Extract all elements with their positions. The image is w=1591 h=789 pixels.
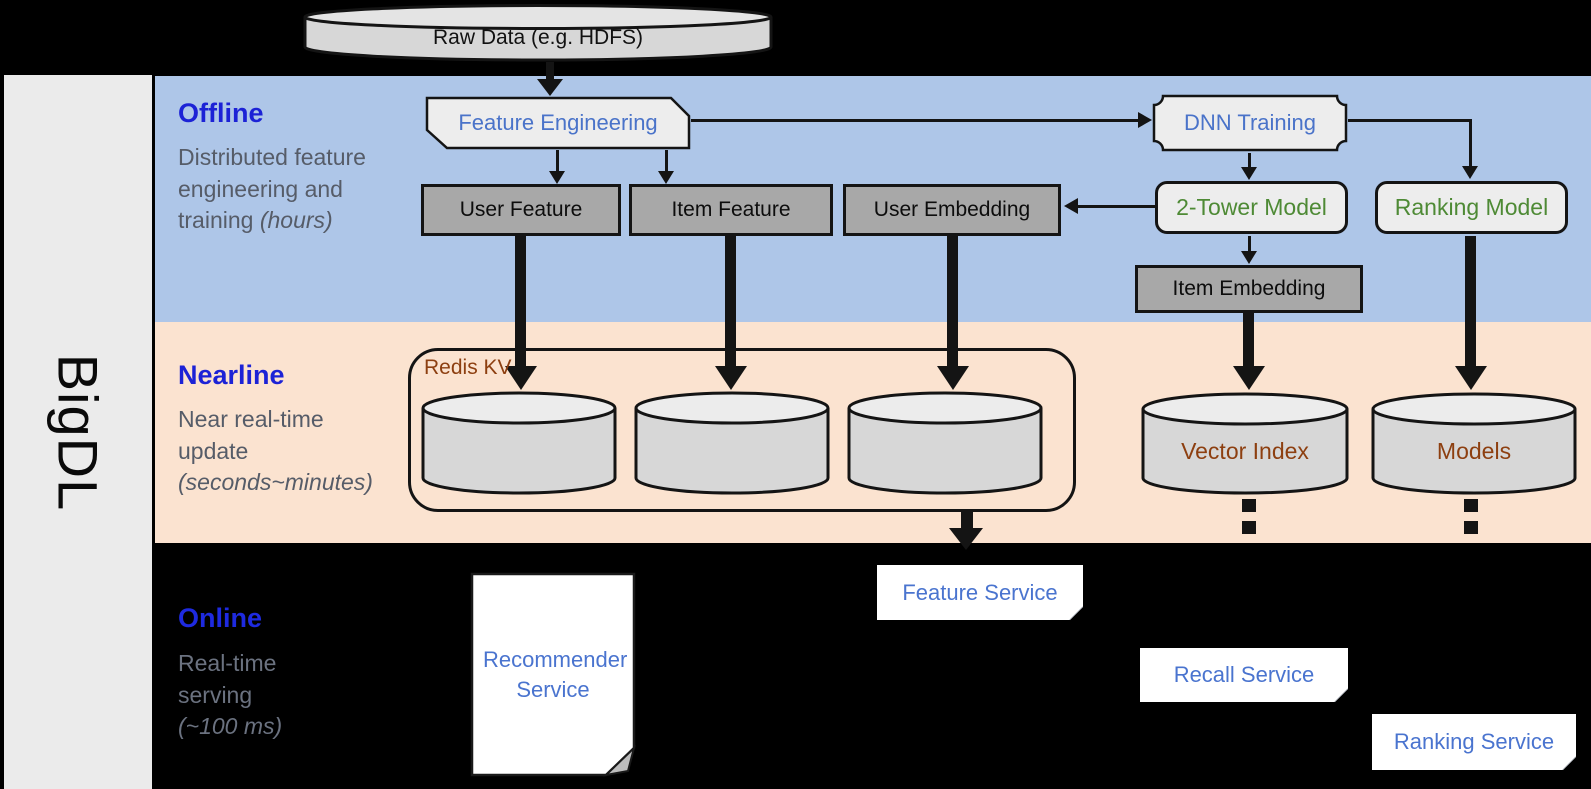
- kv-store-cylinder-1: [421, 391, 617, 495]
- ranking-model-node: Ranking Model: [1375, 181, 1568, 234]
- cylinder-icon: [303, 4, 773, 62]
- redis-kv-container: [408, 348, 1076, 512]
- arrow-twotower-to-userembedding-line: [1078, 205, 1155, 208]
- arrow-rawdata-to-fe-stem: [546, 62, 554, 80]
- folded-corner-icon: [1069, 606, 1083, 620]
- ranking-service-label: Ranking Service: [1393, 729, 1555, 754]
- nearline-title: Nearline: [178, 360, 285, 390]
- item-embedding-node: Item Embedding: [1135, 265, 1363, 313]
- arrow-dnn-to-ranking-hline: [1348, 119, 1472, 122]
- dashed-connector-models-2: [1464, 521, 1478, 534]
- arrow-fe-to-userfeature-stem: [556, 150, 559, 172]
- user-feature-node: User Feature: [421, 184, 621, 236]
- nearline-description: Near real-time update (seconds~minutes): [178, 406, 373, 496]
- feature-engineering-label: Feature Engineering: [458, 110, 658, 135]
- user-embedding-label: User Embedding: [873, 198, 1031, 221]
- arrow-itemembedding-to-vectorindex-stem: [1243, 313, 1254, 368]
- arrow-fe-to-dnn-line: [691, 119, 1138, 122]
- recall-service-node: Recall Service: [1140, 648, 1348, 702]
- user-embedding-node: User Embedding: [843, 184, 1061, 236]
- arrow-fe-to-userfeature-head: [549, 171, 565, 184]
- arrow-kv-to-featureservice-head: [949, 528, 983, 550]
- arrow-userembedding-to-kv-head: [937, 366, 969, 390]
- kv-store-cylinder-2: [634, 391, 830, 495]
- ranking-model-label: Ranking Model: [1394, 194, 1549, 220]
- item-feature-label: Item Feature: [671, 198, 791, 221]
- arrow-dnn-to-ranking-head: [1462, 166, 1478, 179]
- bigdl-sidebar: BigDL: [4, 75, 152, 789]
- online-description: Real-time serving (~100 ms): [178, 650, 283, 740]
- models-cylinder: [1371, 392, 1577, 495]
- folded-corner-icon: [1562, 756, 1576, 770]
- arrow-userfeature-to-kv-stem: [515, 236, 526, 368]
- dashed-connector-vectorindex-1: [1242, 499, 1256, 512]
- arrow-fe-to-dnn-head: [1138, 112, 1152, 128]
- card-shape-icon: [425, 96, 691, 150]
- redis-kv-label: Redis KV: [424, 356, 512, 379]
- arrow-twotower-to-userembedding-head: [1064, 198, 1078, 214]
- arrow-rawdata-to-fe-head: [537, 79, 563, 96]
- bigdl-brand-label: BigDL: [46, 353, 110, 511]
- offline-title: Offline: [178, 98, 264, 128]
- arrow-fe-to-itemfeature-head: [658, 171, 674, 184]
- offline-description: Distributed feature engineering and trai…: [178, 144, 366, 234]
- raw-data-cylinder: Raw Data (e.g. HDFS): [302, 3, 774, 63]
- dnn-training-node: DNN Training: [1152, 94, 1348, 152]
- arrow-twotower-to-itemembedding-head: [1241, 251, 1257, 264]
- vector-index-cylinder: [1141, 392, 1349, 495]
- arrow-userembedding-to-kv-stem: [947, 236, 958, 368]
- arrow-dnn-to-ranking-vline: [1469, 119, 1472, 168]
- arrow-twotower-to-itemembedding-stem: [1248, 236, 1251, 253]
- recall-service-label: Recall Service: [1173, 662, 1315, 687]
- item-feature-node: Item Feature: [629, 184, 833, 236]
- folded-corner-icon: [1334, 688, 1348, 702]
- two-tower-model-label: 2-Tower Model: [1176, 194, 1327, 220]
- feature-engineering-node: Feature Engineering: [425, 96, 691, 150]
- arrow-itemfeature-to-kv-head: [715, 366, 747, 390]
- models-label: Models: [1436, 438, 1512, 464]
- kv-store-cylinder-3: [847, 391, 1043, 495]
- two-tower-model-node: 2-Tower Model: [1155, 181, 1348, 234]
- arrow-itemfeature-to-kv-stem: [725, 236, 736, 368]
- dnn-training-label: DNN Training: [1183, 110, 1317, 135]
- online-title: Online: [178, 603, 263, 633]
- vector-index-label: Vector Index: [1181, 438, 1309, 464]
- recommender-service-node: Recommender Service: [470, 572, 636, 777]
- arrow-rankingmodel-to-models-head: [1455, 366, 1487, 390]
- plaque-shape-icon: [1152, 94, 1348, 152]
- ranking-service-node: Ranking Service: [1372, 714, 1576, 770]
- arrow-userfeature-to-kv-head: [505, 366, 537, 390]
- feature-service-label: Feature Service: [902, 579, 1058, 605]
- recommender-service-label: Recommender Service: [483, 646, 628, 702]
- arrow-dnn-to-twotower-stem: [1248, 153, 1251, 169]
- dashed-connector-models-1: [1464, 499, 1478, 512]
- raw-data-label: Raw Data (e.g. HDFS): [432, 26, 644, 49]
- item-embedding-label: Item Embedding: [1172, 277, 1326, 300]
- arrow-kv-to-featureservice-stem: [961, 512, 973, 529]
- dashed-connector-vectorindex-2: [1242, 521, 1256, 534]
- arrow-dnn-to-twotower-head: [1241, 167, 1257, 180]
- arrow-rankingmodel-to-models-stem: [1465, 236, 1476, 368]
- document-shape-icon: [470, 572, 636, 777]
- arrow-itemembedding-to-vectorindex-head: [1233, 366, 1265, 390]
- feature-service-node: Feature Service: [877, 565, 1083, 620]
- user-feature-label: User Feature: [459, 198, 583, 221]
- arrow-fe-to-itemfeature-stem: [665, 150, 668, 172]
